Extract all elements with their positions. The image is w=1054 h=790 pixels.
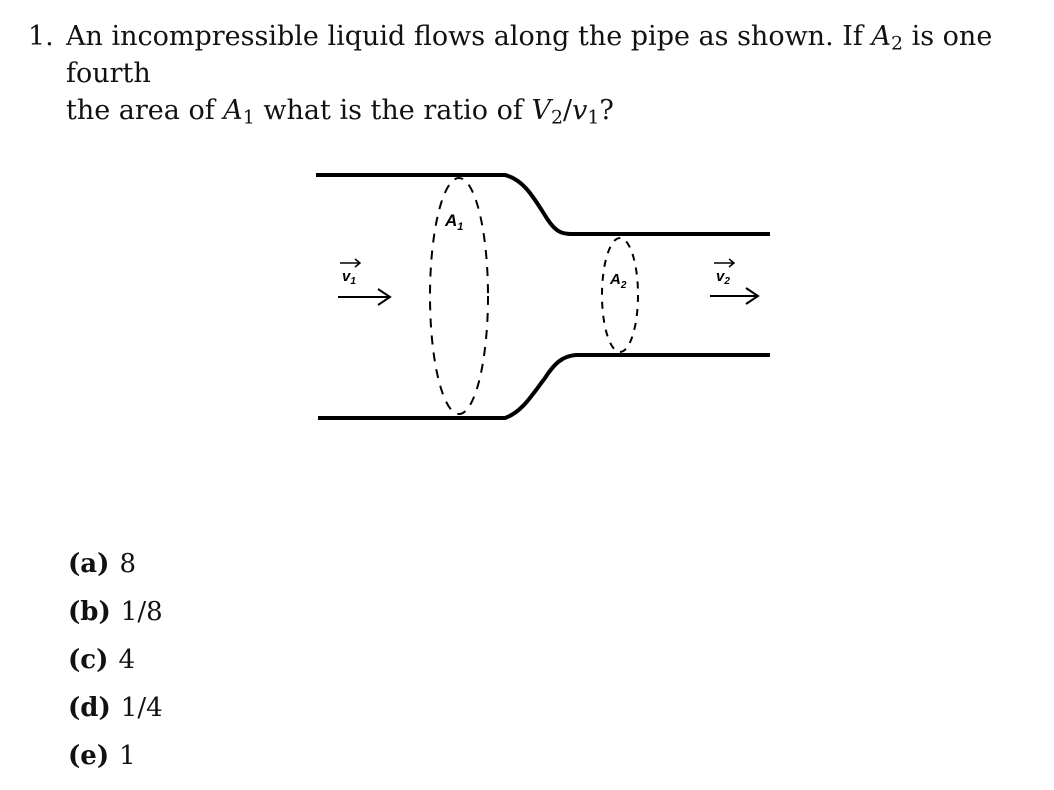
- label-a2: A2: [609, 271, 627, 291]
- var-a2-subscript: 2: [890, 32, 904, 55]
- choice-value: 1/4: [120, 693, 163, 723]
- label-v2-letter: v: [716, 268, 726, 285]
- question-text: An incompressible liquid flows along the…: [66, 18, 1038, 129]
- var-a2: A2: [871, 21, 904, 55]
- pipe-top-wall: [316, 173, 770, 236]
- label-v2: v2: [716, 268, 730, 287]
- label-a2-letter: A: [609, 271, 621, 288]
- choice-letter: (a): [68, 549, 110, 579]
- choice-letter: (c): [68, 645, 109, 675]
- question-text-part: the area of: [66, 95, 224, 126]
- label-a1-subscript: 1: [457, 221, 463, 233]
- choice-a: (a) 8: [68, 540, 163, 588]
- label-a2-subscript: 2: [620, 280, 627, 291]
- question-block: 1. An incompressible liquid flows along …: [28, 18, 1038, 129]
- flow-arrow-v1: [338, 288, 392, 306]
- var-v2-letter: V: [531, 95, 551, 126]
- var-a2-letter: A: [871, 21, 891, 52]
- question-text-part: what is the ratio of: [254, 95, 532, 126]
- answer-choices: (a) 8 (b) 1/8 (c) 4 (d) 1/4 (e) 1: [68, 540, 163, 780]
- label-v1-subscript: 1: [350, 276, 356, 287]
- choice-value: 1: [119, 741, 136, 771]
- choice-value: 1/8: [120, 597, 163, 627]
- label-v1-letter: v: [342, 268, 352, 285]
- cross-section-a1: [429, 177, 489, 415]
- label-v2-vector-mark: [714, 258, 736, 268]
- cross-section-a2: [601, 237, 639, 353]
- choice-letter: (d): [68, 693, 111, 723]
- label-v1-vector-mark: [340, 258, 362, 268]
- var-a1-subscript: 1: [242, 106, 255, 129]
- choice-b: (b) 1/8: [68, 588, 163, 636]
- var-v1-subscript: 1: [587, 106, 600, 129]
- question-text-part: is one fourth: [66, 21, 993, 89]
- choice-value: 8: [119, 549, 136, 579]
- label-a1: A1: [444, 211, 463, 233]
- flow-arrow-v2: [710, 287, 760, 305]
- label-v2-subscript: 2: [723, 276, 730, 287]
- label-a1-letter: A: [444, 211, 457, 230]
- question-text-part: An incompressible liquid flows along the…: [66, 21, 872, 52]
- slash: /: [563, 95, 573, 126]
- choice-d: (d) 1/4: [68, 684, 163, 732]
- var-v2: V2: [531, 95, 564, 129]
- var-a1-letter: A: [223, 95, 243, 126]
- choice-c: (c) 4: [68, 636, 163, 684]
- pipe-bottom-wall: [318, 353, 770, 420]
- label-v1: v1: [342, 268, 356, 287]
- question-number: 1.: [28, 21, 54, 52]
- choice-e: (e) 1: [68, 732, 163, 780]
- var-v1: v1: [572, 95, 600, 129]
- question-mark: ?: [599, 95, 614, 126]
- var-v1-letter: v: [572, 95, 588, 126]
- var-v2-subscript: 2: [550, 106, 564, 129]
- pipe-diagram: A1 A2 v1 v2: [300, 150, 790, 450]
- pipe-diagram-svg: A1 A2 v1 v2: [316, 173, 770, 420]
- choice-letter: (b): [68, 597, 111, 627]
- choice-value: 4: [118, 645, 135, 675]
- var-a1: A1: [223, 95, 255, 129]
- choice-letter: (e): [68, 741, 110, 771]
